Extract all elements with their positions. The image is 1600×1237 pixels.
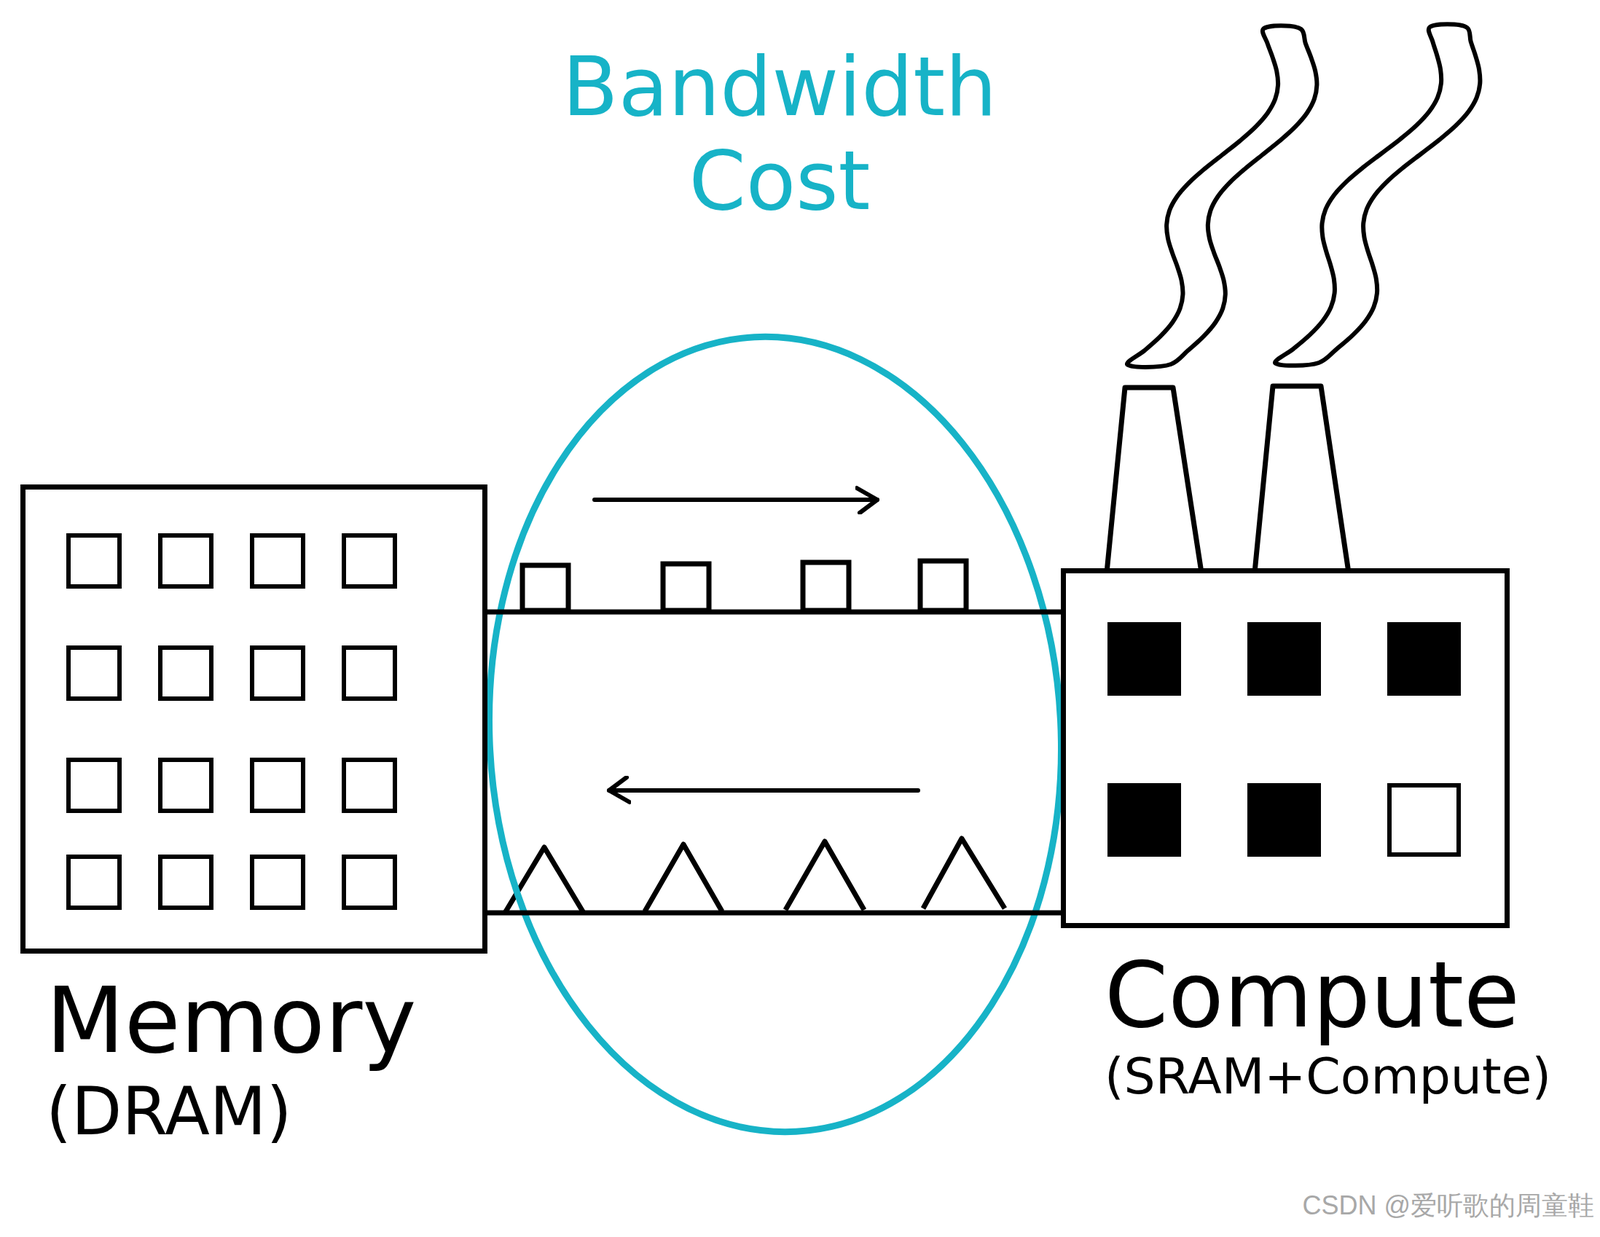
watermark: CSDN @爱听歌的周童鞋 (1302, 1189, 1595, 1222)
smoke-plume (1127, 25, 1318, 368)
window (68, 759, 120, 811)
compute-building: Compute(SRAM+Compute) (1060, 568, 1510, 929)
cargo-triangle (644, 844, 723, 912)
chimneys (1106, 386, 1349, 573)
building-caption: Compute(SRAM+Compute) (1104, 944, 1552, 1104)
cargo-triangles (504, 838, 1005, 913)
smoke (1127, 24, 1481, 368)
window (68, 647, 120, 699)
window (343, 535, 395, 587)
window (1109, 785, 1179, 855)
building-subtitle: (SRAM+Compute) (1104, 1049, 1552, 1105)
memory-building: Memory(DRAM) (20, 484, 488, 954)
smoke-plume (1275, 24, 1480, 366)
window (1389, 785, 1459, 855)
window (343, 856, 395, 908)
window (252, 535, 304, 587)
building-caption: Memory(DRAM) (45, 970, 417, 1148)
bandwidth-cost-label: Bandwidth Cost (531, 40, 1028, 229)
building-name: Compute (1104, 944, 1552, 1046)
window (160, 535, 212, 587)
window (68, 856, 120, 908)
conveyor-connector (487, 790, 1061, 913)
cargo-boxes (522, 561, 967, 611)
window (343, 647, 395, 699)
conveyor-belt (487, 910, 1061, 916)
cargo-triangle (923, 838, 1005, 909)
window (1249, 785, 1319, 855)
conveyor-connector (487, 499, 1061, 613)
bandwidth-ellipse (469, 322, 1082, 1147)
cargo-box (663, 563, 709, 611)
conveyor-belt (487, 609, 1061, 615)
window (1249, 624, 1319, 694)
building-subtitle: (DRAM) (45, 1075, 417, 1148)
window (252, 856, 304, 908)
window (160, 759, 212, 811)
window (252, 759, 304, 811)
cargo-box (522, 565, 569, 611)
window (343, 759, 395, 811)
cargo-triangle (785, 841, 865, 911)
window (160, 647, 212, 699)
window (1109, 624, 1179, 694)
chimney (1254, 386, 1349, 573)
window (68, 535, 120, 587)
cargo-triangle (504, 847, 584, 913)
cargo-box (920, 561, 967, 611)
windows (1065, 573, 1505, 924)
chimney (1106, 387, 1202, 573)
building-name: Memory (45, 970, 417, 1072)
windows (25, 489, 483, 949)
window (252, 647, 304, 699)
cargo-box (802, 562, 849, 611)
window (160, 856, 212, 908)
flow-arrow (609, 788, 919, 793)
flow-arrow (594, 497, 878, 503)
window (1389, 624, 1459, 694)
